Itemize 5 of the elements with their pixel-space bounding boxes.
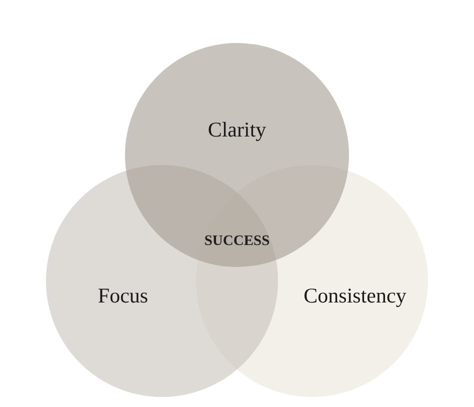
circle-label: Clarity [208,118,266,142]
center-label: SUCCESS [204,234,270,250]
circle-label: Consistency [304,284,406,308]
venn-circle [125,43,349,267]
circle-label: Focus [98,284,148,308]
